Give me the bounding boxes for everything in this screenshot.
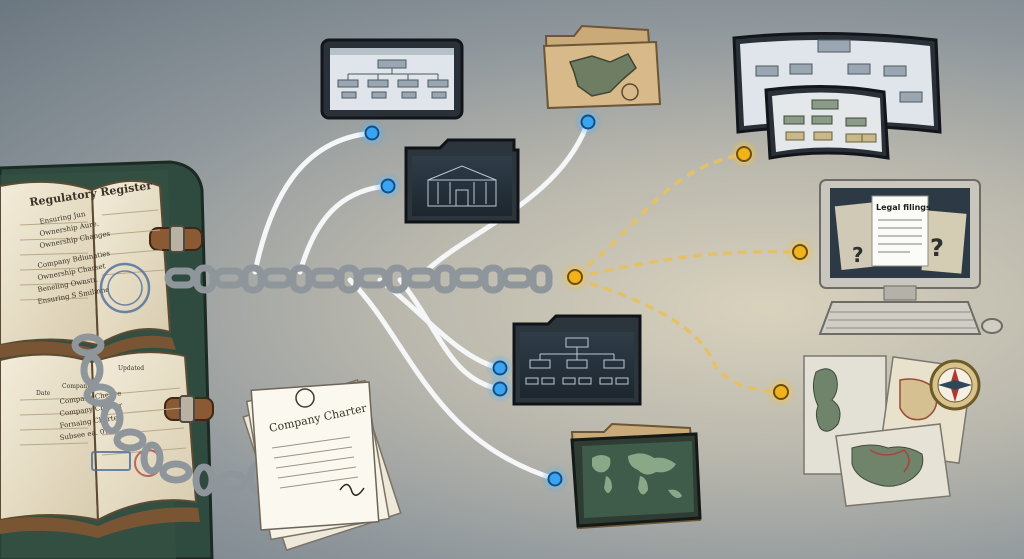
connection-node-blue — [580, 114, 596, 130]
column-header: Date — [36, 390, 51, 397]
chain-link — [452, 267, 486, 289]
signature-icon — [339, 483, 365, 496]
question-mark-icon: ? — [930, 234, 944, 262]
curved-org-chart-display-icon — [732, 31, 942, 160]
connector-line — [252, 130, 375, 275]
question-mark-icon: ? — [852, 243, 864, 267]
blue-nodes — [358, 108, 602, 493]
dashed-connectors — [574, 152, 801, 394]
chain-link — [140, 441, 164, 475]
chain-link — [289, 264, 313, 294]
ledger-book-icon: Regulatory Register Ensuring Jun Ownersh… — [0, 160, 214, 559]
connection-node-gold — [792, 244, 808, 260]
chain-link — [83, 383, 117, 407]
world-map-folder-icon — [570, 422, 702, 530]
org-chart-screen-icon — [320, 38, 464, 120]
chain-link — [308, 267, 342, 289]
connection-node-blue — [492, 360, 508, 376]
chain-link — [100, 401, 124, 435]
connector-line — [297, 183, 391, 275]
dashed-line — [574, 152, 745, 277]
charter-document-icon: Company Charter — [242, 378, 402, 552]
connector-line — [347, 277, 558, 482]
legal-filings-title: Legal filings — [876, 203, 931, 212]
chain-link — [80, 353, 104, 387]
keyboard-icon — [818, 301, 982, 335]
seal-stamp-icon — [99, 262, 151, 314]
dashed-line — [574, 250, 801, 279]
chain-link — [385, 264, 409, 294]
connection-node-blue — [380, 178, 396, 194]
chain-link — [529, 264, 553, 294]
org-chart-screen-icon — [512, 314, 642, 406]
chain-link — [212, 267, 246, 289]
connection-node-gold — [736, 146, 752, 162]
maps-compass-icon — [803, 355, 981, 507]
chain-link — [159, 460, 193, 484]
connection-node-blue — [547, 471, 563, 487]
chain-icon — [71, 264, 553, 497]
connection-node-gold — [567, 269, 583, 285]
computer-monitor-icon: ? ? Legal filings — [818, 179, 1003, 335]
chain-link — [433, 264, 457, 294]
crest-icon — [295, 388, 315, 408]
ink-stamp-icon — [91, 451, 131, 471]
connection-node-blue — [492, 381, 508, 397]
chain-link — [404, 267, 438, 289]
compass-rose-icon — [621, 83, 639, 101]
connector-line — [397, 277, 503, 392]
chain-link — [481, 264, 505, 294]
chain-link — [113, 428, 147, 452]
map-folder-icon — [542, 24, 662, 110]
chain-link — [71, 333, 105, 357]
building-blueprint-folder-icon — [404, 138, 520, 224]
column-header: Company — [62, 383, 91, 390]
mouse-icon — [981, 318, 1003, 334]
dashed-line — [574, 277, 782, 394]
chain-link — [500, 267, 534, 289]
connection-node-gold — [773, 384, 789, 400]
chain-link — [192, 463, 216, 497]
chain-link — [356, 267, 390, 289]
chain-link — [241, 264, 265, 294]
connection-node-blue — [364, 125, 380, 141]
chain-link — [215, 470, 249, 494]
column-header: Updated — [118, 365, 144, 372]
gold-nodes — [560, 139, 815, 407]
chain-link — [260, 267, 294, 289]
